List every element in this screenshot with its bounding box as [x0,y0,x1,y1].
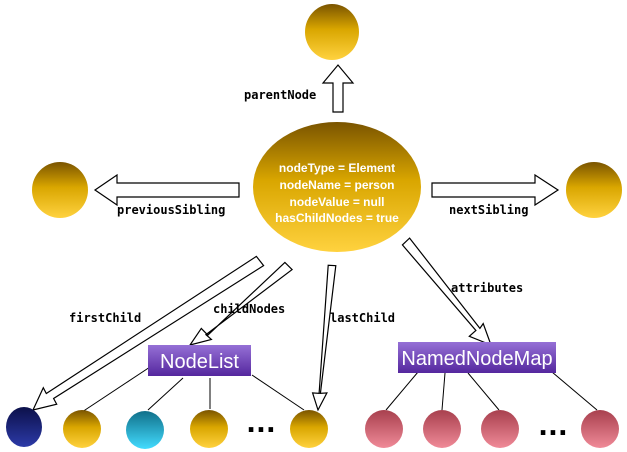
parent-node-label: parentNode [244,88,316,102]
child-nodes-label: childNodes [213,302,285,316]
parent-node-circle [305,4,359,60]
attribute-node-circle [365,410,403,448]
node-type-line: nodeType = Element [279,161,395,175]
child-nodes-arrow [188,261,294,346]
center-node: nodeType = Element nodeName = person nod… [253,122,421,252]
child-node-circle [190,410,228,448]
next-sibling-circle [566,162,622,218]
previous-sibling-arrow [93,173,240,207]
previous-sibling-label: previousSibling [117,203,225,217]
last-child-arrow [311,264,337,412]
next-sibling-arrow [431,173,560,207]
first-child-label: firstChild [69,311,141,325]
node-value-line: nodeValue = null [289,195,384,209]
nodelist-connectors [81,366,305,413]
namednodemap-box: NamedNodeMap [398,342,556,373]
nodelist-label: NodeList [160,351,239,373]
parent-node-arrow [321,64,355,113]
first-child-circle [6,407,42,447]
attribute-node-circle [481,410,519,448]
has-child-nodes-line: hasChildNodes = true [275,211,399,225]
last-child-circle [290,410,328,448]
first-child-arrow [31,255,265,411]
node-name-line: nodeName = person [279,178,394,192]
next-sibling-label: nextSibling [449,203,528,217]
namednodemap-label: NamedNodeMap [401,348,552,370]
child-node-circle [126,411,164,449]
attributes-ellipsis: ... [538,412,568,442]
previous-sibling-circle [32,162,88,218]
child-node-circle [63,410,101,448]
last-child-label: lastChild [330,311,395,325]
attribute-node-circle [423,410,461,448]
namednodemap-connectors [385,371,598,411]
attributes-arrow [401,237,493,347]
child-nodes-ellipsis: ... [246,409,276,439]
attributes-label: attributes [451,281,523,295]
attribute-node-circle [581,410,619,448]
nodelist-box: NodeList [148,345,251,376]
